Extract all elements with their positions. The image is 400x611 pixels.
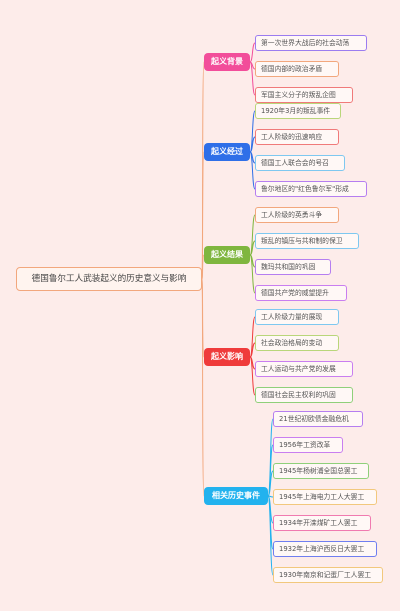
leaf-topic[interactable]: 德国共产党的威望提升	[255, 285, 347, 301]
leaf-topic[interactable]: 1945年杨树浦全国总罢工	[273, 463, 369, 479]
leaf-topic[interactable]: 社会政治格局的变动	[255, 335, 339, 351]
leaf-topic[interactable]: 1945年上海电力工人大罢工	[273, 489, 377, 505]
leaf-topic[interactable]: 21世纪初欧债金融危机	[273, 411, 363, 427]
leaf-topic[interactable]: 德国内部的政治矛盾	[255, 61, 339, 77]
branch-topic[interactable]: 起义背景	[204, 53, 250, 71]
leaf-topic[interactable]: 叛乱的镇压与共和制的保卫	[255, 233, 359, 249]
leaf-topic[interactable]: 德国社会民主权利的巩固	[255, 387, 353, 403]
leaf-topic[interactable]: 德国工人联合会的号召	[255, 155, 345, 171]
leaf-topic[interactable]: 1930年南京和记蛋厂工人罢工	[273, 567, 383, 583]
branch-topic[interactable]: 起义经过	[204, 143, 250, 161]
branch-topic[interactable]: 相关历史事件	[204, 487, 268, 505]
leaf-topic[interactable]: 第一次世界大战后的社会动荡	[255, 35, 367, 51]
leaf-topic[interactable]: 工人阶级的迅速响应	[255, 129, 339, 145]
leaf-topic[interactable]: 1956年工资改革	[273, 437, 343, 453]
leaf-topic[interactable]: 鲁尔地区的"红色鲁尔军"形成	[255, 181, 367, 197]
branch-topic[interactable]: 起义结果	[204, 246, 250, 264]
leaf-topic[interactable]: 1934年开滦煤矿工人罢工	[273, 515, 371, 531]
root-topic[interactable]: 德国鲁尔工人武装起义的历史意义与影响	[16, 267, 202, 291]
leaf-topic[interactable]: 工人阶级力量的展现	[255, 309, 339, 325]
leaf-topic[interactable]: 魏玛共和国的巩固	[255, 259, 331, 275]
leaf-topic[interactable]: 军国主义分子的叛乱企图	[255, 87, 353, 103]
leaf-topic[interactable]: 1932年上海沪西反日大罢工	[273, 541, 377, 557]
leaf-topic[interactable]: 工人运动与共产党的发展	[255, 361, 353, 377]
leaf-topic[interactable]: 工人阶级的英勇斗争	[255, 207, 339, 223]
leaf-topic[interactable]: 1920年3月的叛乱事件	[255, 103, 341, 119]
branch-topic[interactable]: 起义影响	[204, 348, 250, 366]
